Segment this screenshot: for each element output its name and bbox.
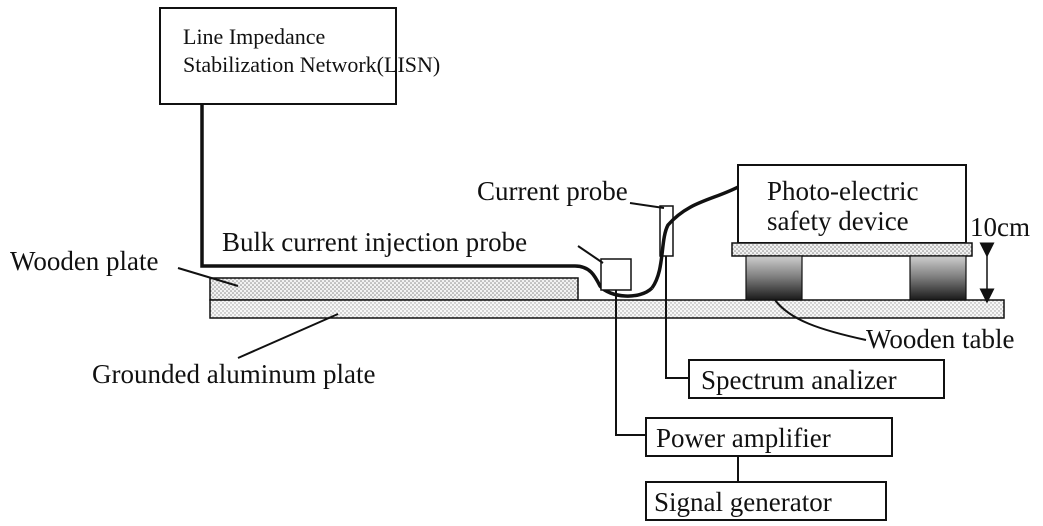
power-amplifier-label: Power amplifier xyxy=(656,423,831,453)
grounded-aluminum-plate xyxy=(209,299,1005,319)
bulk-current-injection-probe xyxy=(600,258,632,291)
lisn-cable xyxy=(200,104,654,298)
eut-label-line1: Photo-electric xyxy=(767,176,918,206)
spectrum-analyzer-label: Spectrum analizer xyxy=(701,365,897,395)
spectrum-analyzer-cable xyxy=(665,256,689,379)
wooden-table-leg-right xyxy=(909,255,967,301)
eut-cable xyxy=(650,183,743,290)
aluminum-plate-label: Grounded aluminum plate xyxy=(92,359,375,389)
wooden-plate xyxy=(209,277,579,301)
signal-generator-box xyxy=(645,481,887,521)
wooden-table-label: Wooden table xyxy=(866,324,1015,354)
eut-label-line2: safety device xyxy=(767,206,909,236)
lisn-label-line1: Line Impedance xyxy=(183,24,325,49)
current-probe-label: Current probe xyxy=(477,176,628,206)
signal-generator-label: Signal generator xyxy=(654,487,832,517)
wooden-table-leg-left xyxy=(745,255,803,301)
wooden-table-leader xyxy=(774,299,867,341)
bulk-probe-label: Bulk current injection probe xyxy=(222,227,527,257)
wooden-plate-label: Wooden plate xyxy=(10,246,159,276)
aluminum-plate-leader xyxy=(237,313,339,359)
wooden-table-top xyxy=(731,242,973,257)
bulk-probe-leader xyxy=(577,245,604,264)
spectrum-analyzer-box xyxy=(688,359,945,399)
lisn-box xyxy=(159,7,397,105)
height-label: 10cm xyxy=(970,212,1030,242)
power-amplifier-cable xyxy=(615,290,646,436)
power-amplifier-box xyxy=(645,417,893,457)
current-probe-leader xyxy=(629,202,665,209)
wooden-plate-leader xyxy=(177,267,239,287)
lisn-label-line2: Stabilization Network(LISN) xyxy=(183,52,440,77)
